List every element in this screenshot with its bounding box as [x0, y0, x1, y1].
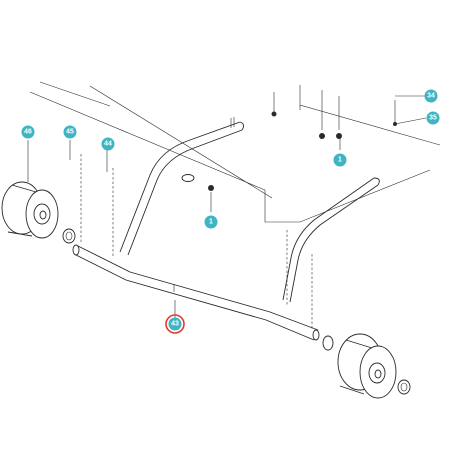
callout-43-badge [168, 317, 182, 331]
callout-1-lower[interactable]: 1 [204, 215, 218, 229]
callout-34[interactable]: 34 [424, 89, 438, 103]
callout-44[interactable]: 44 [101, 137, 115, 151]
callout-44-badge [101, 137, 115, 151]
callout-46-label: 46 [24, 129, 32, 136]
left-wheel [1, 181, 76, 244]
callout-34-badge [424, 89, 438, 103]
callout-45-label: 45 [66, 129, 74, 136]
right-wheel [322, 333, 411, 399]
frame-outline [29, 81, 441, 223]
callout-44-label: 44 [104, 141, 112, 148]
callout-1-lower-label: 1 [209, 219, 213, 226]
fasteners [80, 90, 427, 330]
callout-35-badge [426, 111, 440, 125]
callout-1-upper[interactable]: 1 [333, 153, 347, 167]
axle-frame [72, 244, 320, 341]
callout-43[interactable]: 43 [165, 314, 185, 334]
leader-lines [27, 95, 428, 318]
callout-43-ring [165, 314, 185, 334]
callout-46[interactable]: 46 [21, 125, 35, 139]
callout-45-badge [63, 125, 77, 139]
callout-1-lower-badge [204, 215, 218, 229]
callout-45[interactable]: 45 [63, 125, 77, 139]
handle-frame [119, 117, 380, 303]
callout-1-upper-label: 1 [338, 157, 342, 164]
callout-1-upper-badge [333, 153, 347, 167]
callout-35-label: 35 [429, 115, 437, 122]
callout-34-label: 34 [427, 93, 435, 100]
callout-43-label: 43 [171, 321, 179, 328]
callout-46-badge [21, 125, 35, 139]
callout-35[interactable]: 35 [426, 111, 440, 125]
